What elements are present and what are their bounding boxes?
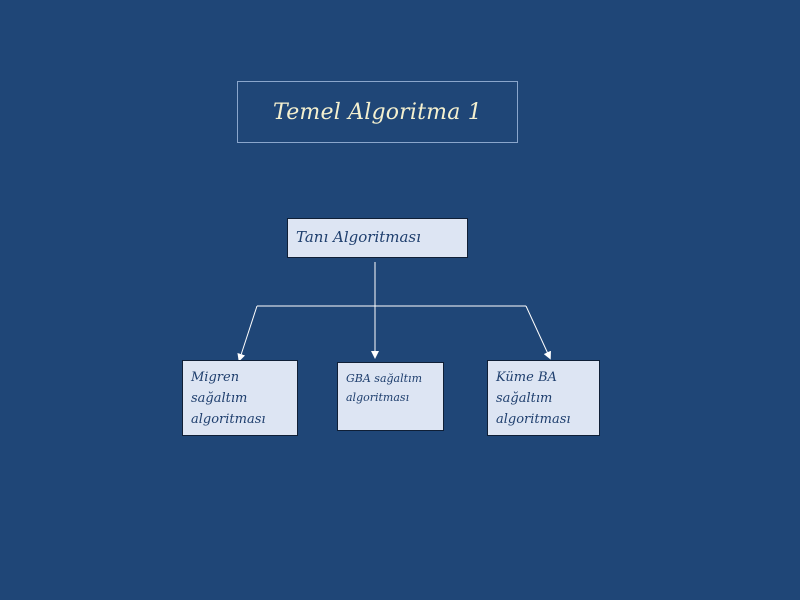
node-label-line: sağaltım <box>191 391 248 406</box>
node-label-line: algoritması <box>496 412 571 427</box>
node-kume-ba-sagaltim: Küme BA sağaltım algoritması <box>487 360 600 436</box>
slide-title: Temel Algoritma 1 <box>273 99 482 125</box>
node-label: Tanı Algoritması <box>296 228 421 246</box>
node-label-line: algoritması <box>191 412 266 427</box>
title-box: Temel Algoritma 1 <box>237 81 518 143</box>
node-label-line: sağaltım <box>496 391 553 406</box>
node-label-line: Küme BA <box>496 370 557 385</box>
node-migren-sagaltim: Migren sağaltım algoritması <box>182 360 298 436</box>
node-label-line: GBA sağaltım <box>346 372 423 385</box>
node-gba-sagaltim: GBA sağaltım algoritması <box>337 362 444 431</box>
node-tani-algoritmasi: Tanı Algoritması <box>287 218 468 258</box>
connector-arrow-left <box>237 305 258 362</box>
connector-arrow-right <box>525 305 551 360</box>
node-label-line: Migren <box>191 370 240 385</box>
node-label-line: algoritması <box>346 391 410 404</box>
